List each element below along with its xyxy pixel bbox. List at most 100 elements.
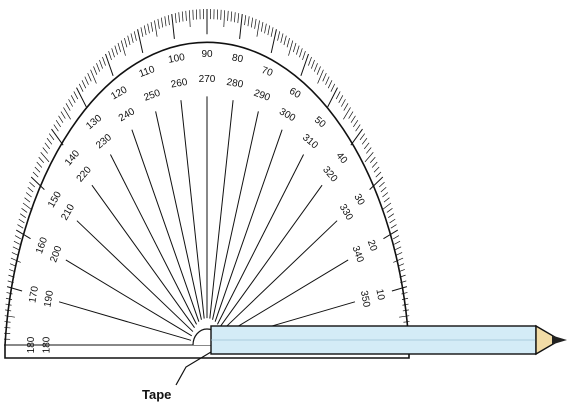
tick-mark (90, 69, 97, 84)
tick-mark (348, 111, 354, 119)
tick-mark (401, 297, 409, 300)
tick-mark (30, 176, 45, 190)
inner-scale-label: 340 (350, 245, 366, 265)
tick-mark (223, 10, 226, 28)
tick-mark (53, 124, 59, 132)
tick-mark (114, 45, 118, 55)
tick-mark (391, 286, 408, 292)
tick-mark (147, 23, 150, 34)
degree-ray (109, 154, 198, 325)
tick-mark (36, 161, 43, 168)
tick-mark (270, 27, 274, 37)
tick-mark (380, 186, 387, 193)
tick-mark (4, 327, 11, 329)
tick-mark (325, 76, 330, 85)
tape-label: Tape (142, 387, 171, 402)
tick-mark (68, 99, 74, 107)
tick-mark (130, 33, 134, 43)
tick-mark (299, 48, 303, 58)
tick-mark (51, 128, 64, 146)
tick-mark (340, 99, 346, 107)
degree-ray (216, 154, 305, 325)
tick-mark (397, 263, 405, 267)
tick-mark (292, 42, 297, 53)
tick-mark (178, 12, 180, 23)
tick-mark (393, 235, 400, 240)
tick-mark (99, 59, 103, 69)
tick-mark (322, 73, 327, 82)
tick-mark (46, 137, 53, 145)
tick-mark (227, 10, 229, 21)
tick-mark (171, 14, 175, 39)
tick-mark (15, 229, 31, 240)
degree-ray (65, 259, 192, 337)
tick-mark (402, 309, 409, 312)
tick-mark (283, 35, 287, 46)
tick-mark (280, 33, 284, 43)
outer-scale-label: 30 (351, 192, 366, 208)
tick-mark (256, 20, 260, 37)
tick-mark (157, 18, 160, 29)
tick-mark (9, 263, 17, 267)
tick-mark (160, 17, 164, 28)
tick-mark (296, 45, 300, 55)
tick-mark (65, 103, 71, 111)
tick-mark (167, 15, 170, 26)
tick-mark (239, 14, 243, 39)
tick-mark (270, 29, 277, 54)
tick-mark (335, 91, 341, 100)
protractor-tick-marks (4, 9, 410, 346)
tick-mark (250, 17, 254, 28)
tick-mark (267, 25, 271, 36)
tape-callout: Tape (142, 351, 212, 402)
inner-scale-label: 350 (358, 290, 372, 309)
tick-mark (327, 80, 333, 89)
tick-mark (32, 171, 39, 178)
tick-mark (143, 25, 147, 36)
tick-mark (96, 63, 101, 72)
tick-mark (395, 246, 402, 251)
tick-mark (389, 218, 396, 224)
tick-mark (11, 252, 18, 256)
tick-mark (254, 18, 257, 29)
tick-mark (40, 152, 50, 163)
tick-mark (60, 111, 66, 119)
protractor-inner-scale: 3503403303203103002902802702602502402302… (41, 74, 371, 353)
inner-scale-label: 280 (226, 77, 245, 91)
outer-scale-label: 20 (365, 239, 379, 254)
degree-ray (76, 220, 194, 332)
tick-mark (9, 269, 16, 273)
degree-ray (222, 259, 349, 337)
tick-mark (308, 56, 312, 66)
tick-mark (311, 59, 315, 69)
tick-mark (234, 12, 236, 23)
tick-mark (373, 166, 380, 173)
outer-scale-label: 90 (201, 49, 213, 60)
tick-mark (111, 48, 115, 58)
tick-mark (108, 51, 112, 61)
tick-mark (19, 213, 26, 218)
tick-mark (375, 171, 382, 178)
tick-mark (237, 13, 240, 24)
tick-mark (44, 142, 51, 150)
outer-scale-label: 60 (287, 86, 303, 101)
tick-mark (401, 292, 408, 295)
inner-scale-label: 260 (170, 77, 189, 91)
tick-mark (24, 197, 31, 203)
tick-mark (393, 257, 404, 263)
degree-ray (209, 100, 234, 319)
tape-leader-line (175, 351, 212, 386)
tick-mark (396, 252, 403, 256)
tick-mark (63, 107, 71, 120)
outer-scale-label: 110 (138, 64, 157, 80)
outer-scale-label: 170 (27, 285, 41, 304)
tick-mark (288, 40, 294, 56)
tick-mark (27, 186, 34, 193)
inner-scale-label: 250 (142, 88, 162, 104)
tick-mark (5, 303, 12, 306)
tick-mark (18, 218, 25, 224)
tick-mark (343, 107, 351, 120)
tick-mark (164, 16, 167, 27)
tick-mark (137, 29, 144, 54)
